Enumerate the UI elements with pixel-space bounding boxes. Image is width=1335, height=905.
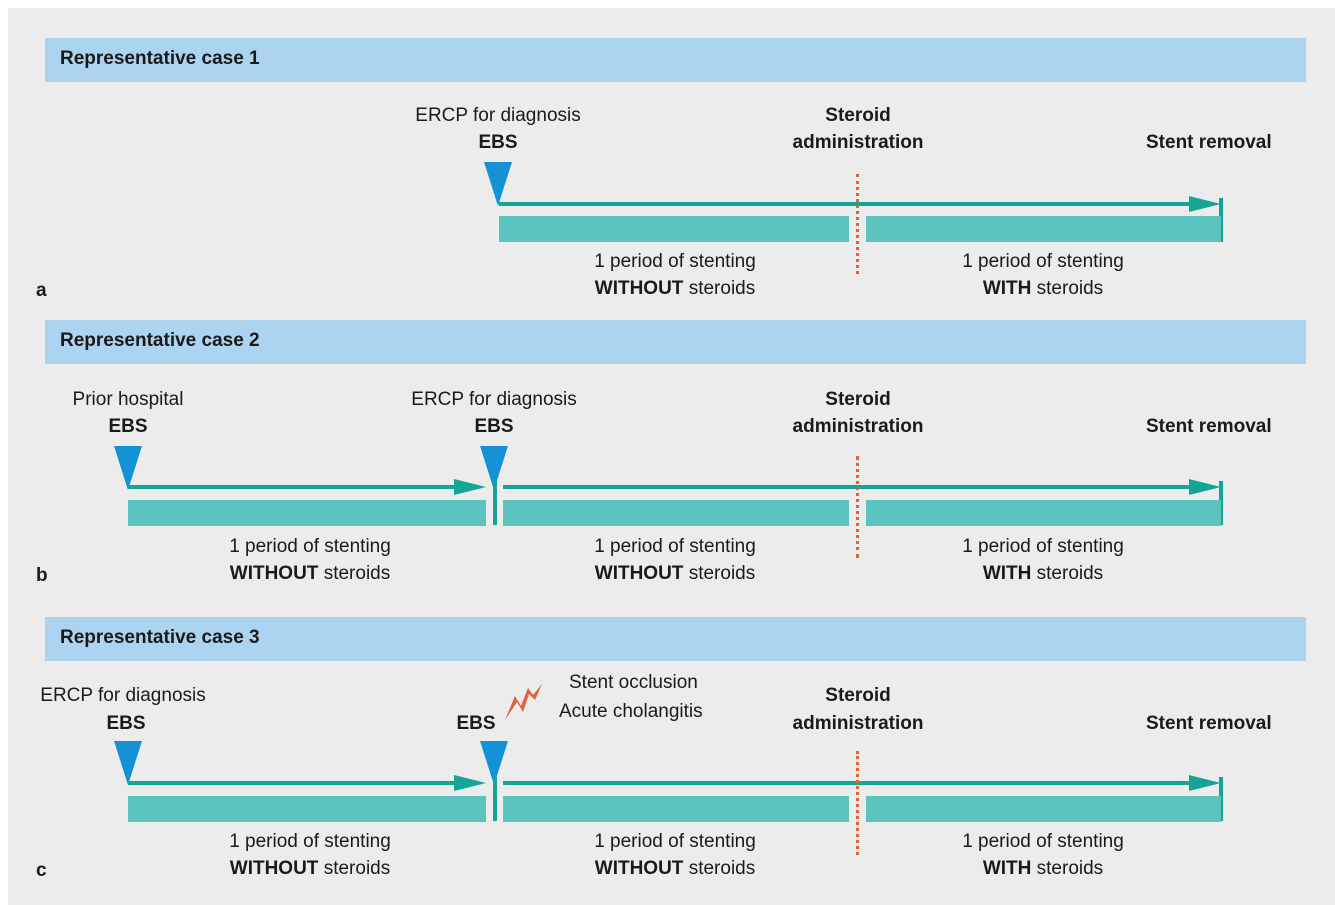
ebs-marker-icon xyxy=(114,741,142,785)
stent-removal-label: Stent removal xyxy=(1146,132,1272,153)
period-steroid-label: WITHOUT steroids xyxy=(594,278,756,299)
ebs-label: EBS xyxy=(456,713,496,734)
period-steroid-label: WITH steroids xyxy=(982,563,1104,584)
steroid-start-line xyxy=(856,456,859,558)
ercp-label: ERCP for diagnosis xyxy=(40,685,206,706)
timeline-arrow xyxy=(499,202,1195,206)
ercp-label: ERCP for diagnosis xyxy=(411,389,577,410)
event-label: Stent occlusion xyxy=(569,672,698,693)
stent-period-bar xyxy=(866,216,1221,242)
panel-c: Representative case 3 ERCP for diagnosis… xyxy=(8,8,1335,905)
period-label: 1 period of stenting xyxy=(229,536,391,557)
stent-period-bar xyxy=(499,216,849,242)
arrow-head-icon xyxy=(1189,775,1221,791)
arrow-head-icon xyxy=(454,775,486,791)
period-steroid-label: WITHOUT steroids xyxy=(594,563,756,584)
period-steroid-label: WITHOUT steroids xyxy=(229,563,391,584)
stent-removal-end xyxy=(1219,777,1223,821)
period-label: 1 period of stenting xyxy=(594,831,756,852)
steroid-label-2: administration xyxy=(792,132,924,153)
stent-removal-label: Stent removal xyxy=(1146,416,1272,437)
timeline-arrow xyxy=(128,781,458,785)
lightning-icon xyxy=(505,684,542,720)
ebs-label: EBS xyxy=(106,713,146,734)
arrow-head-icon xyxy=(1189,479,1221,495)
timeline-arrow xyxy=(128,485,458,489)
stent-exchange-marker xyxy=(493,777,497,821)
panel-b: Representative case 2 Prior hospital EBS… xyxy=(8,8,1335,608)
stent-period-bar xyxy=(503,500,849,526)
steroid-label-2: administration xyxy=(792,416,924,437)
period-label: 1 period of stenting xyxy=(594,251,756,272)
stent-period-bar xyxy=(503,796,849,822)
panel-letter: c xyxy=(36,860,47,881)
stent-period-bar xyxy=(128,796,486,822)
ebs-marker-icon xyxy=(114,446,142,490)
steroid-start-line xyxy=(856,751,859,855)
period-steroid-label: WITH steroids xyxy=(982,278,1104,299)
stent-exchange-marker xyxy=(493,481,497,525)
panel-letter: b xyxy=(36,565,48,586)
panel-header: Representative case 2 xyxy=(45,320,1306,364)
ebs-label: EBS xyxy=(478,132,518,153)
panel-title: Representative case 3 xyxy=(60,627,260,648)
arrow-head-icon xyxy=(454,479,486,495)
prior-hospital-label: Prior hospital xyxy=(72,389,184,410)
period-steroid-label: WITHOUT steroids xyxy=(594,858,756,879)
timeline-arrow xyxy=(503,485,1195,489)
stent-removal-end xyxy=(1219,198,1223,242)
period-steroid-label: WITH steroids xyxy=(982,858,1104,879)
period-label: 1 period of stenting xyxy=(229,831,391,852)
ercp-label: ERCP for diagnosis xyxy=(415,105,581,126)
panel-title: Representative case 1 xyxy=(60,48,260,69)
panel-header: Representative case 3 xyxy=(45,617,1306,661)
panel-a: Representative case 1 ERCP for diagnosis… xyxy=(8,8,1335,308)
stent-period-bar xyxy=(866,500,1221,526)
stent-period-bar xyxy=(128,500,486,526)
steroid-label: Steroid xyxy=(825,685,891,706)
period-label: 1 period of stenting xyxy=(962,251,1124,272)
steroid-start-line xyxy=(856,174,859,274)
panel-letter: a xyxy=(36,280,47,301)
stent-period-bar xyxy=(866,796,1221,822)
arrow-head-icon xyxy=(1189,196,1221,212)
ebs-label: EBS xyxy=(474,416,514,437)
period-steroid-label: WITHOUT steroids xyxy=(229,858,391,879)
steroid-label-2: administration xyxy=(792,713,924,734)
event-label-2: Acute cholangitis xyxy=(559,701,703,722)
period-label: 1 period of stenting xyxy=(962,831,1124,852)
timeline-arrow xyxy=(503,781,1195,785)
period-label: 1 period of stenting xyxy=(594,536,756,557)
stent-removal-label: Stent removal xyxy=(1146,713,1272,734)
panel-header: Representative case 1 xyxy=(45,38,1306,82)
period-label: 1 period of stenting xyxy=(962,536,1124,557)
timeline-figure: Representative case 1 ERCP for diagnosis… xyxy=(8,8,1335,905)
ebs-marker-icon xyxy=(484,162,512,206)
stent-removal-end xyxy=(1219,481,1223,525)
panel-title: Representative case 2 xyxy=(60,330,260,351)
steroid-label: Steroid xyxy=(825,105,891,126)
ebs-label: EBS xyxy=(108,416,148,437)
steroid-label: Steroid xyxy=(825,389,891,410)
